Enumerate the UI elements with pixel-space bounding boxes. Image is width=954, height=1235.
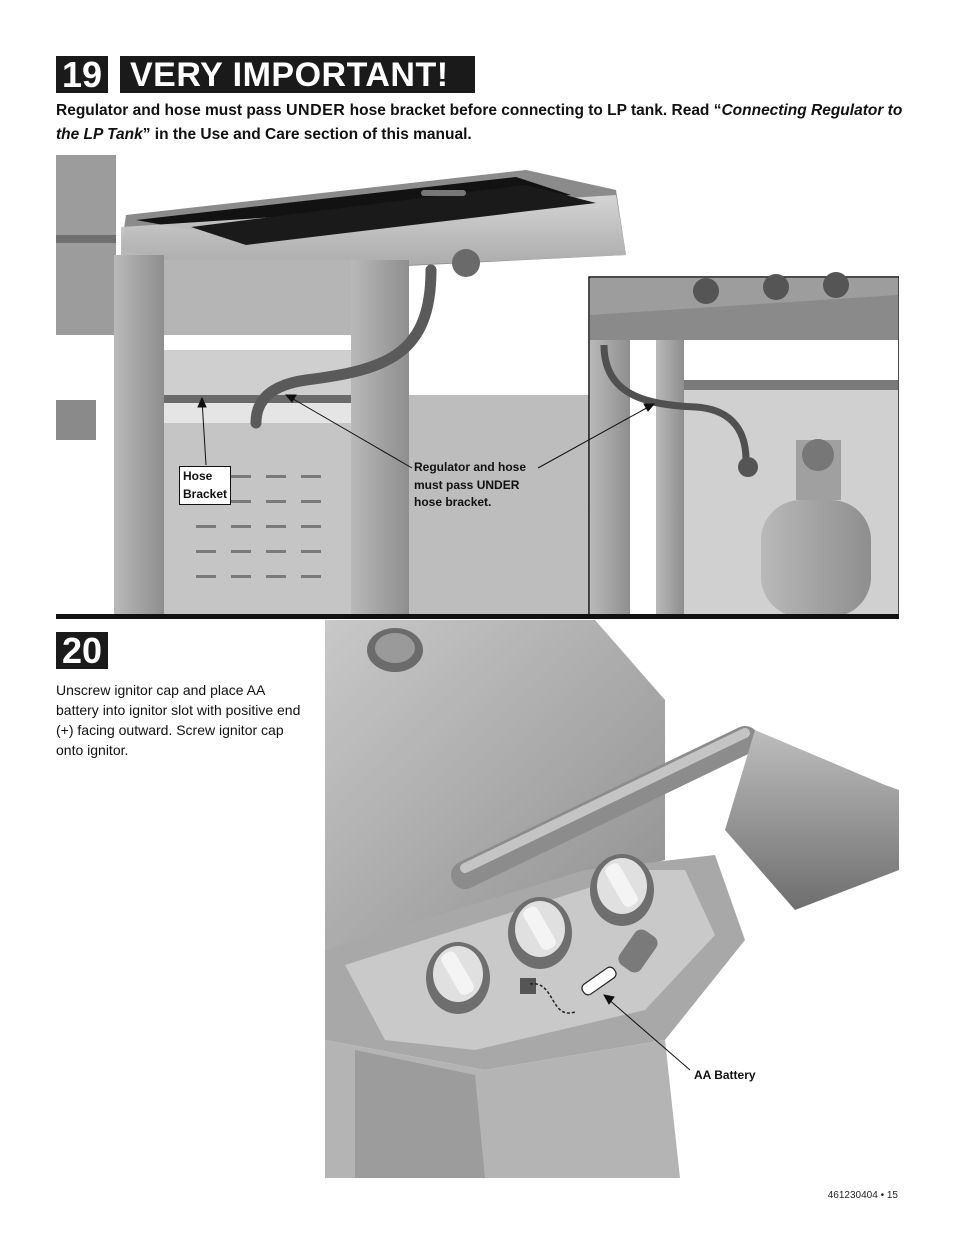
step-20-illustration — [325, 620, 899, 1178]
step-19-text-part2: hose bracket before connecting to LP tan… — [345, 102, 722, 119]
page-footer: 461230404 • 15 — [828, 1190, 898, 1201]
step-19-illustration — [56, 155, 899, 617]
step-19-number: 19 — [56, 56, 108, 94]
step-19-text-under: UNDER — [285, 102, 346, 119]
footer-separator: • — [880, 1190, 885, 1201]
very-important-banner: VERY IMPORTANT! — [120, 56, 475, 94]
regulator-hose-callout-line3: hose bracket. — [414, 495, 492, 509]
step-20-number: 20 — [56, 632, 108, 670]
step-19-instructions: Regulator and hose must pass UNDER hose … — [56, 99, 906, 147]
step-19-text-italic: Connecting Regulator to the LP Tank — [56, 102, 903, 143]
hose-bracket-callout: Hose Bracket — [179, 466, 232, 505]
page-number: 15 — [886, 1190, 898, 1201]
regulator-hose-callout-line2: must pass UNDER — [414, 477, 520, 492]
hose-bracket-callout-line2: Bracket — [183, 486, 228, 501]
hose-bracket-callout-line1: Hose — [183, 469, 213, 483]
section-divider — [56, 614, 899, 619]
step-20-instructions: Unscrew ignitor cap and place AA battery… — [56, 682, 301, 758]
regulator-hose-callout: Regulator and hose must pass UNDER hose … — [414, 459, 526, 512]
regulator-hose-callout-line1: Regulator and hose — [414, 460, 527, 474]
aa-battery-callout: AA Battery — [694, 1068, 756, 1082]
document-number: 461230404 — [827, 1190, 878, 1201]
step-19-text-part1: Regulator and hose must pass — [56, 102, 286, 119]
step-19-text-part3: ” in the Use and Care section of this ma… — [142, 126, 472, 143]
